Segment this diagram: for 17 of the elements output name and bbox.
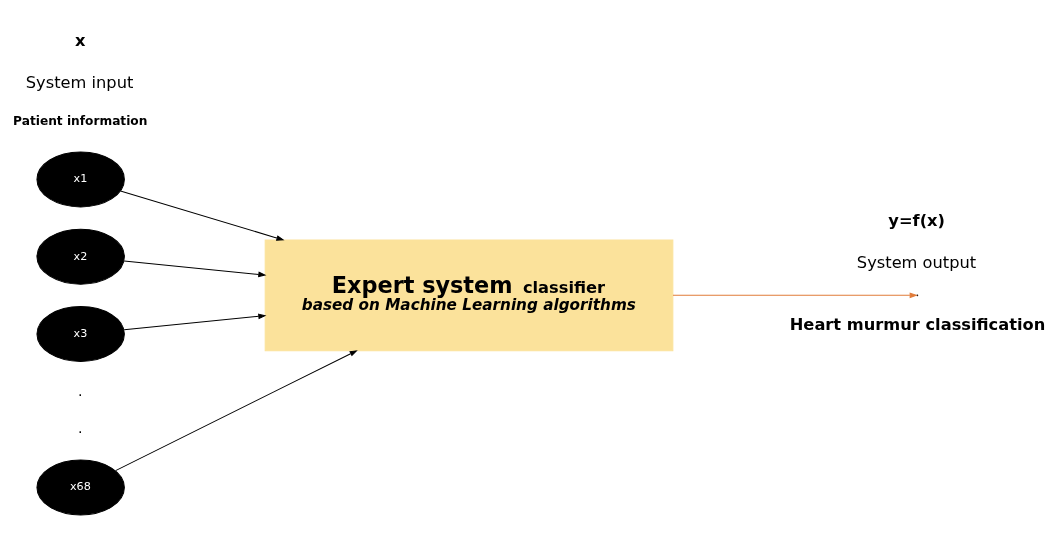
label: System input bbox=[25, 72, 134, 92]
node-box: Expert system classifier based on Machine Learning algorithms bbox=[264, 239, 674, 352]
label: System output bbox=[856, 252, 977, 272]
node-ellipse: x3 bbox=[36, 306, 125, 362]
node-ellipse: x2 bbox=[36, 228, 125, 285]
arrow bbox=[123, 260, 267, 278]
arrow bbox=[115, 350, 358, 472]
label: . bbox=[78, 420, 83, 437]
node-ellipse: x68 bbox=[36, 459, 125, 516]
label: y=f(x) bbox=[888, 211, 945, 231]
label: x bbox=[75, 31, 86, 51]
arrow bbox=[120, 190, 285, 241]
node-ellipse: x1 bbox=[36, 151, 125, 208]
arrow bbox=[123, 313, 267, 331]
label: Patient information bbox=[13, 113, 148, 128]
label: Heart murmur classification bbox=[789, 314, 1046, 334]
label: . bbox=[78, 382, 83, 399]
